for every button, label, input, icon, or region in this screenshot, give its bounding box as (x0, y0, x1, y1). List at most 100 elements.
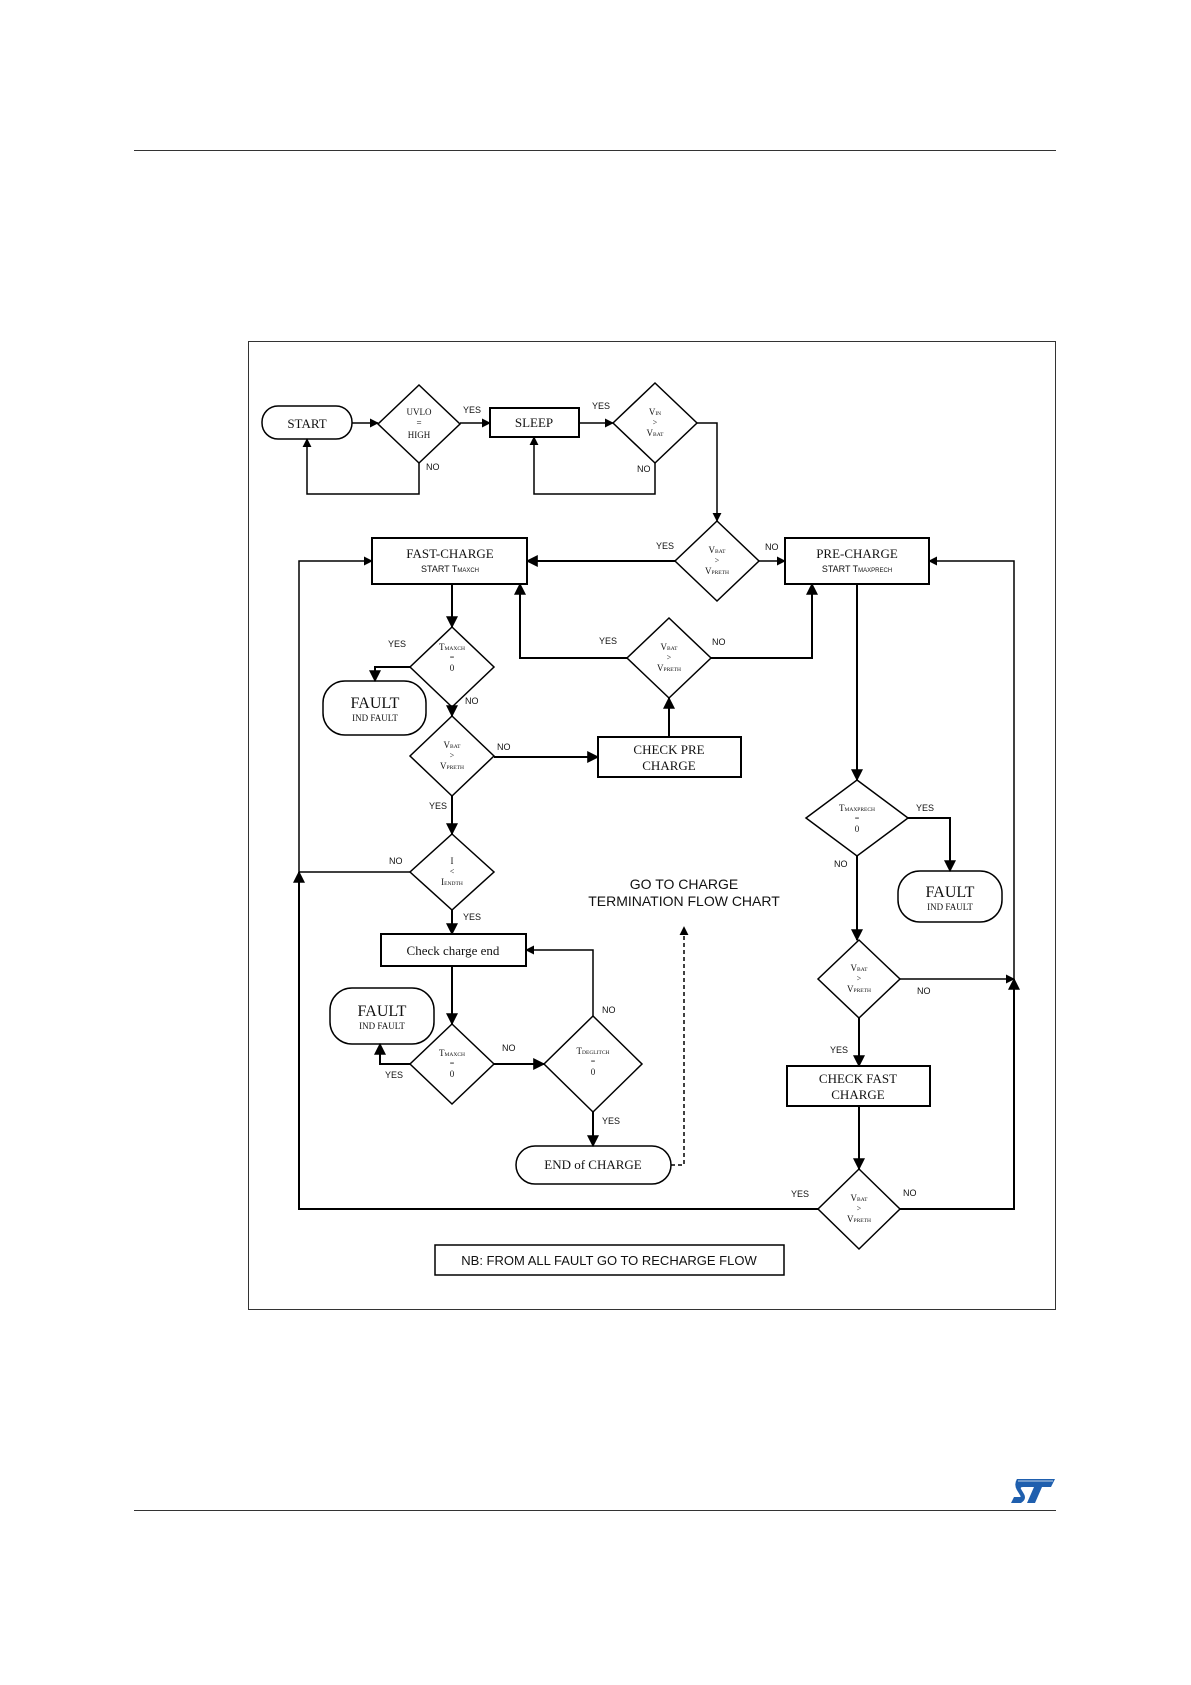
go-to-charge-line2: TERMINATION FLOW CHART (588, 893, 780, 909)
tdeglitch-mid: = (591, 1057, 596, 1066)
tmaxch-upper-bottom: 0 (450, 663, 455, 673)
label-tdeglitch-no: NO (602, 1005, 616, 1015)
label-iendth-yes: YES (463, 912, 481, 922)
i-endth-bottom: IENDTH (441, 877, 463, 887)
vin-vbat-mid: > (653, 418, 658, 427)
end-of-charge-label: END of CHARGE (544, 1157, 642, 1172)
label-vbatmain-yes: YES (656, 541, 674, 551)
pre-charge-title: PRE-CHARGE (816, 546, 898, 561)
label-tdeglitch-yes: YES (602, 1116, 620, 1126)
note-box (434, 1244, 785, 1276)
label-vbatleft-no: NO (497, 742, 511, 752)
vbat-vpreth-right-top: VBAT (851, 963, 869, 973)
label-uvlo-yes: YES (463, 405, 481, 415)
vin-vbat-top: VIN (649, 407, 661, 417)
figure-border (248, 341, 1056, 1310)
tmaxprech-top: TMAXPRECH (839, 803, 875, 813)
vbat-vpreth-bottom-mid: > (857, 1204, 862, 1213)
connectors (293, 418, 1020, 1210)
label-tmaxchlower-yes: YES (385, 1070, 403, 1080)
label-vbatbottom-yes: YES (791, 1189, 809, 1199)
label-tmaxprech-yes: YES (916, 803, 934, 813)
tmaxch-upper-mid: = (450, 653, 455, 662)
vbat-vpreth-left-mid: > (450, 751, 455, 760)
tmaxch-lower-bottom: 0 (450, 1069, 455, 1079)
go-to-charge-line1: GO TO CHARGE (630, 876, 738, 892)
fault-right-title: FAULT (926, 884, 975, 901)
uvlo-mid: = (416, 418, 421, 428)
label-iendth-no: NO (389, 856, 403, 866)
uvlo-top: UVLO (407, 407, 432, 417)
vbat-vpreth-left-bottom: VPRETH (440, 761, 464, 771)
label-tmaxch-yes: YES (388, 639, 406, 649)
vbat-vpreth-decision-main (673, 519, 761, 603)
uvlo-bottom: HIGH (408, 430, 431, 440)
fault-right-sub: IND FAULT (927, 902, 973, 912)
vbat-vpreth-center-top: VBAT (661, 642, 679, 652)
fast-charge-box (371, 537, 528, 585)
tmaxprech-mid: = (855, 814, 860, 823)
check-fast-charge-line1: CHECK FAST (819, 1071, 897, 1086)
vbat-vpreth-left-top: VBAT (444, 740, 462, 750)
edge-tmaxprech-fault (908, 817, 956, 873)
label-vbatright-no: NO (917, 986, 931, 996)
tmaxprech-bottom: 0 (855, 824, 860, 834)
sleep-label: SLEEP (515, 415, 553, 430)
edge-uvlo-no-loop (302, 438, 420, 495)
fast-charge-title: FAST-CHARGE (406, 546, 493, 561)
label-vbatright-yes: YES (830, 1045, 848, 1055)
tdeglitch-bottom: 0 (591, 1067, 596, 1077)
edge-vbatcenter-fast (514, 582, 627, 659)
fault-upper-title: FAULT (351, 695, 400, 712)
edge-vbatcenter-pre (711, 582, 818, 659)
i-endth-mid: < (450, 867, 455, 876)
vbat-vpreth-center-bottom: VPRETH (657, 663, 681, 673)
edge-end-goto (671, 926, 689, 1166)
label-tmaxprech-no: NO (834, 859, 848, 869)
label-vbatcenter-yes: YES (599, 636, 617, 646)
fault-upper-sub: IND FAULT (352, 713, 398, 723)
label-vbatcenter-no: NO (712, 637, 726, 647)
st-logo (1011, 1479, 1055, 1503)
vbat-vpreth-right-mid: > (857, 974, 862, 983)
start-label: START (287, 416, 326, 431)
vbat-vpreth-main-bottom: VPRETH (705, 566, 729, 576)
i-endth-top: I (451, 856, 454, 866)
edge-bus-precharge (928, 556, 1015, 979)
vin-vbat-bottom: VBAT (647, 428, 665, 438)
fault-lower-sub: IND FAULT (359, 1021, 405, 1031)
label-tmaxchlower-no: NO (502, 1043, 516, 1053)
check-charge-end-label: Check charge end (407, 943, 500, 958)
label-vin-yes: YES (592, 401, 610, 411)
fast-charge-sub: START TMAXCH (421, 564, 479, 574)
label-vin-no: NO (637, 464, 651, 474)
label-tmaxch-no: NO (465, 696, 479, 706)
edge-vbatbottom-yes (293, 870, 818, 1210)
edge-tmaxch-fault (369, 666, 410, 683)
footer-rule (134, 1510, 1056, 1511)
check-pre-charge-line2: CHARGE (642, 758, 696, 773)
tmaxch-decision-lower (408, 1022, 496, 1106)
tdeglitch-top: TDEGLITCH (577, 1046, 610, 1056)
vbat-vpreth-right-bottom: VPRETH (847, 984, 871, 994)
label-uvlo-no: NO (426, 462, 440, 472)
edge-tdeglitch-no-loop (525, 945, 594, 1016)
edge-vbatbottom-no (900, 977, 1020, 1210)
edge-iendth-no-loop (298, 556, 410, 873)
vbat-vpreth-bottom-top: VBAT (851, 1193, 869, 1203)
label-vbatmain-no: NO (765, 542, 779, 552)
vbat-vpreth-main-top: VBAT (709, 545, 727, 555)
label-vbatleft-yes: YES (429, 801, 447, 811)
header-rule (134, 150, 1056, 151)
vbat-vpreth-center-mid: > (667, 653, 672, 662)
vbat-vpreth-bottom-bottom: VPRETH (847, 1214, 871, 1224)
tmaxch-upper-top: TMAXCH (439, 642, 465, 652)
label-vbatbottom-no: NO (903, 1188, 917, 1198)
check-fast-charge-line2: CHARGE (831, 1087, 885, 1102)
pre-charge-sub: START TMAXPRECH (822, 564, 892, 574)
edge-tmaxchlower-fault (374, 1042, 410, 1065)
tmaxch-lower-top: TMAXCH (439, 1048, 465, 1058)
edge-vin-no-loop (529, 436, 656, 495)
vbat-vpreth-decision-bottom (816, 1167, 902, 1251)
